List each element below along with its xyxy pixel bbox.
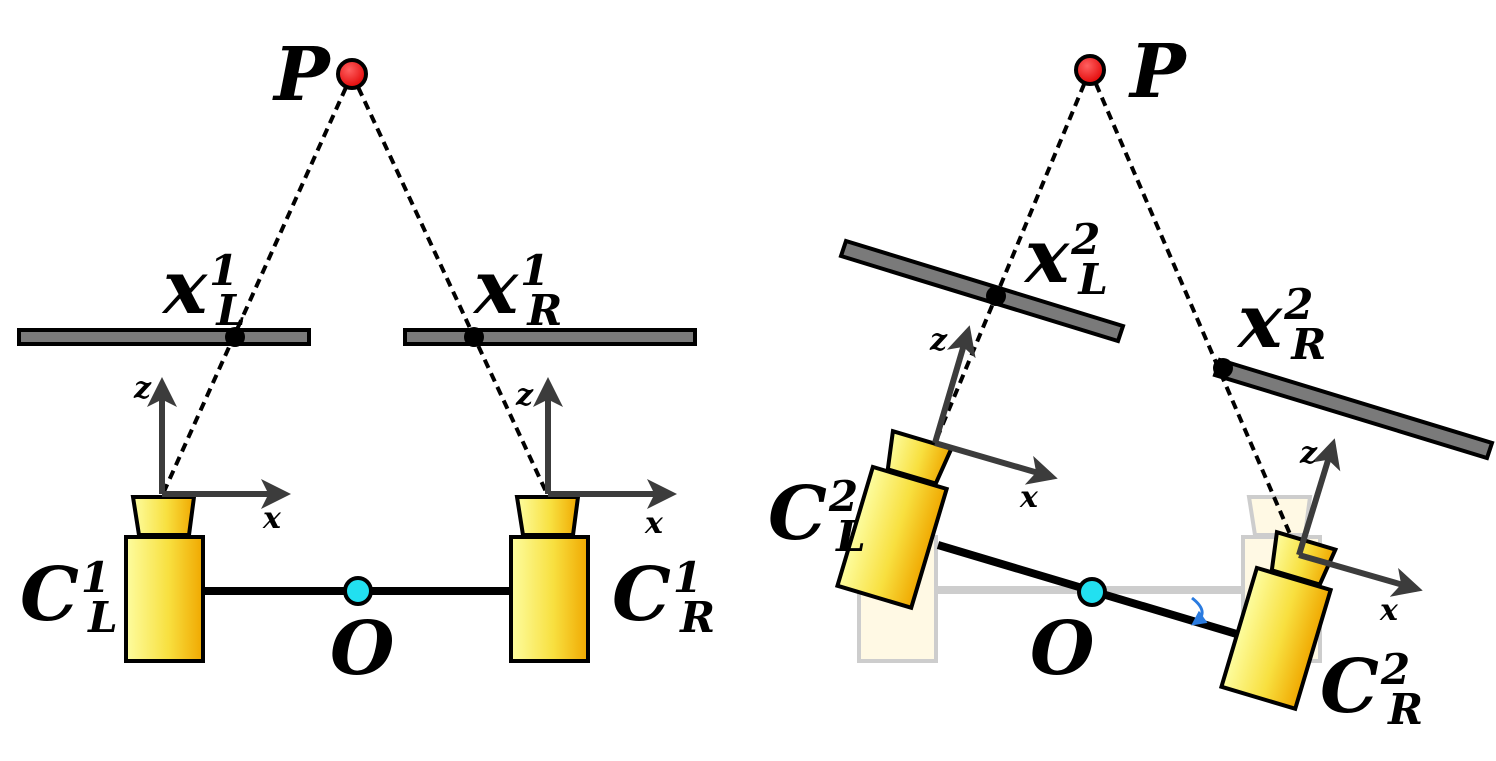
label-x-right-2: x — [1379, 593, 1399, 628]
label-proj-right-1-sup: 1 — [520, 246, 549, 295]
label-z-left-1: z — [133, 371, 152, 406]
label-origin-o-2: O — [1030, 606, 1094, 692]
ray-right-1 — [350, 73, 550, 497]
label-x-right-1: x — [644, 506, 664, 541]
camera-right-1 — [509, 495, 590, 663]
z-axis-left-2 — [932, 325, 976, 444]
label-x-left-2: x — [1019, 480, 1039, 515]
projection-point-left-1 — [225, 327, 245, 347]
image-plane-left-2 — [838, 238, 1126, 344]
curved-arrow-icon — [1191, 596, 1208, 626]
ray-left-1 — [160, 73, 354, 497]
label-cam-left-2-sub: L — [835, 512, 866, 561]
label-point-p-2: P — [1128, 29, 1188, 115]
label-z-right-2: z — [1299, 436, 1318, 471]
origin-o-1 — [343, 576, 373, 606]
label-proj-left-2-sup: 2 — [1070, 215, 1100, 264]
label-cam-right-1-sub: R — [679, 593, 715, 642]
origin-o-2 — [1077, 577, 1107, 607]
label-cam-left-1-sup: 1 — [81, 553, 110, 602]
label-cam-left-1-sub: L — [87, 593, 118, 642]
label-x-left-1: x — [262, 501, 282, 536]
label-cam-right-2-sub: R — [1387, 685, 1423, 734]
label-cam-right-1-sup: 1 — [673, 553, 702, 602]
label-proj-left-2-sub: L — [1077, 255, 1108, 304]
label-proj-right-1-sub: R — [526, 286, 562, 335]
label-origin-o-1: O — [330, 606, 394, 692]
point-p-1 — [336, 58, 368, 90]
label-proj-right-2-sup: 2 — [1283, 280, 1313, 329]
projection-point-right-1 — [464, 327, 484, 347]
label-proj-right-2-sub: R — [1290, 320, 1326, 369]
z-axis-right-2 — [1296, 438, 1341, 556]
image-plane-right-2 — [1212, 357, 1495, 461]
label-proj-left-1-sup: 1 — [209, 246, 238, 295]
projection-point-left-2 — [986, 286, 1006, 306]
label-cam-right-2-sup: 2 — [1380, 645, 1410, 694]
image-plane-left-1 — [17, 328, 311, 346]
point-p-2 — [1074, 54, 1106, 86]
label-z-left-2: z — [929, 323, 948, 358]
camera-left-2 — [834, 428, 955, 611]
ray-left-2 — [933, 69, 1092, 444]
ray-right-2 — [1088, 69, 1301, 556]
label-cam-left-2-sup: 2 — [828, 472, 858, 521]
projection-point-right-2 — [1213, 358, 1233, 378]
x-axis-right-2 — [1298, 552, 1423, 597]
label-z-right-1: z — [515, 378, 534, 413]
label-proj-left-1-sub: L — [215, 286, 246, 335]
x-axis-left-2 — [934, 440, 1058, 485]
label-point-p-1: P — [272, 32, 332, 118]
camera-left-1 — [124, 495, 205, 663]
